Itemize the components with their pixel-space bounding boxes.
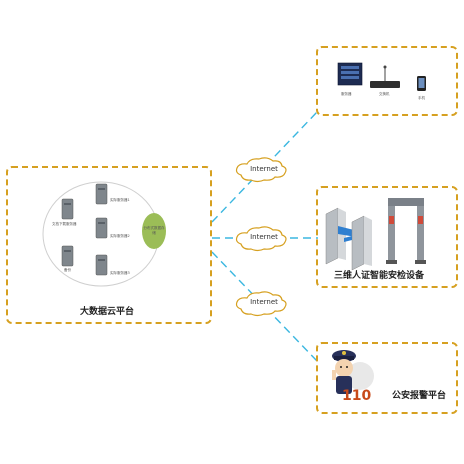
net-item-label-server: 服务器 <box>341 92 352 96</box>
server-icon <box>337 62 363 86</box>
metal-detector-icon <box>386 198 426 264</box>
server-cluster <box>42 181 166 287</box>
switch-icon <box>370 65 400 88</box>
internet-label-bottom: Internet <box>250 298 278 306</box>
server-label-top: 实际服务器1 <box>110 198 130 202</box>
cloud-icon <box>235 226 287 252</box>
server-label-bottom-left: 备份 <box>64 268 71 272</box>
server-label-middle: 实际服务器2 <box>110 234 130 238</box>
server-icon <box>95 254 108 276</box>
police-officer-icon <box>332 350 374 394</box>
net-item-label-switch: 交换机 <box>379 92 390 96</box>
server-label-bottom: 实际服务器3 <box>110 271 130 275</box>
device-caption: 三维人证智能安检设备 <box>334 271 425 281</box>
police-number: 110 <box>342 388 372 404</box>
server-icon <box>95 217 108 239</box>
platform-caption: 大数据云平台 <box>80 307 135 317</box>
storage-label: 分布式数据存储 <box>143 226 165 235</box>
security-gate-illustration <box>325 198 426 271</box>
net-item-label-phone: 手机 <box>418 96 425 100</box>
internet-label-middle: Internet <box>250 233 278 241</box>
security-device-box: 三维人证智能安检设备 <box>316 186 458 288</box>
server-icon <box>61 245 74 267</box>
server-icon <box>95 183 108 205</box>
storage-ellipse <box>142 213 166 249</box>
network-equipment-box: 服务器 交换机 手机 <box>316 46 458 116</box>
server-label-left: 文档下载服务器 <box>52 222 77 226</box>
big-data-platform-box: 实际服务器1 文档下载服务器 实际服务器2 备份 实际服务器3 分布式数据存储 … <box>6 166 212 324</box>
network-equipment <box>337 62 426 91</box>
turnstile-icon <box>325 207 372 271</box>
police-platform-box: 110 公安报警平台 <box>316 342 458 414</box>
cloud-icon <box>235 157 287 183</box>
internet-label-top: Internet <box>250 165 278 173</box>
cloud-icon <box>235 291 287 317</box>
phone-icon <box>417 76 426 91</box>
police-illustration <box>332 350 374 394</box>
server-icon <box>61 198 74 220</box>
police-caption: 公安报警平台 <box>392 391 447 401</box>
